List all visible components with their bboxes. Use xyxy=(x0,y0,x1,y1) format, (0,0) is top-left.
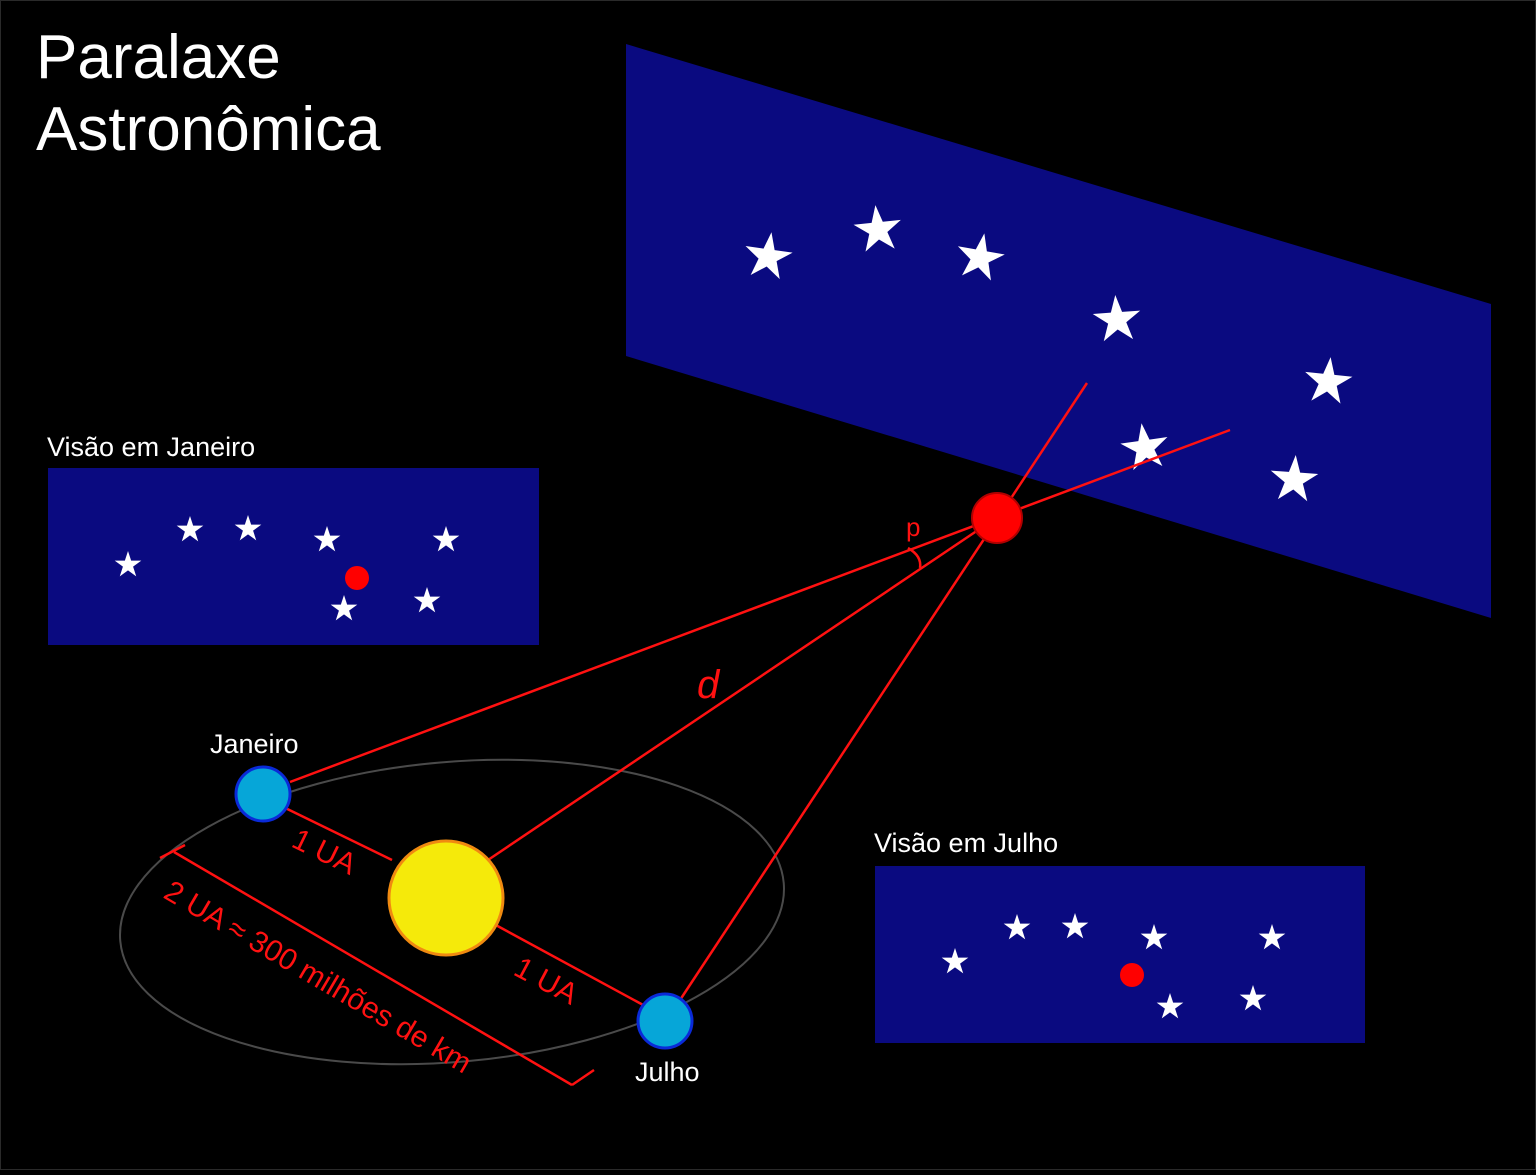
title-line-1: Paralaxe xyxy=(36,23,281,92)
sight-lines xyxy=(274,382,1231,1008)
earth-orbit xyxy=(119,758,785,1066)
au-line-january xyxy=(274,801,393,862)
view-july-stars xyxy=(941,913,1286,1019)
background-sky-panel xyxy=(626,44,1491,618)
distance-label: d xyxy=(697,663,721,707)
earth-january-icon xyxy=(234,765,292,823)
near-star-icon xyxy=(971,492,1023,544)
au-line-july xyxy=(480,915,646,1008)
view-january-label: Visão em Janeiro xyxy=(47,432,255,462)
july-sight-line xyxy=(678,382,1089,1001)
sun-icon xyxy=(387,839,505,957)
january-sight-line xyxy=(289,428,1231,784)
view-july-label: Visão em Julho xyxy=(874,828,1058,858)
title-line-2: Astronômica xyxy=(36,95,381,164)
view-january-stars xyxy=(114,515,460,621)
view-january-panel xyxy=(48,468,539,645)
july-label: Julho xyxy=(635,1057,700,1087)
january-label: Janeiro xyxy=(210,729,299,759)
parallax-label: p xyxy=(906,512,920,542)
distance-line xyxy=(487,520,991,862)
near-star-january-icon xyxy=(345,566,369,590)
view-july-panel xyxy=(875,866,1365,1043)
near-star-july-icon xyxy=(1120,963,1144,987)
earth-july-icon xyxy=(636,992,694,1050)
two-au-bracket xyxy=(159,843,595,1087)
parallax-angle-arc xyxy=(907,546,922,569)
